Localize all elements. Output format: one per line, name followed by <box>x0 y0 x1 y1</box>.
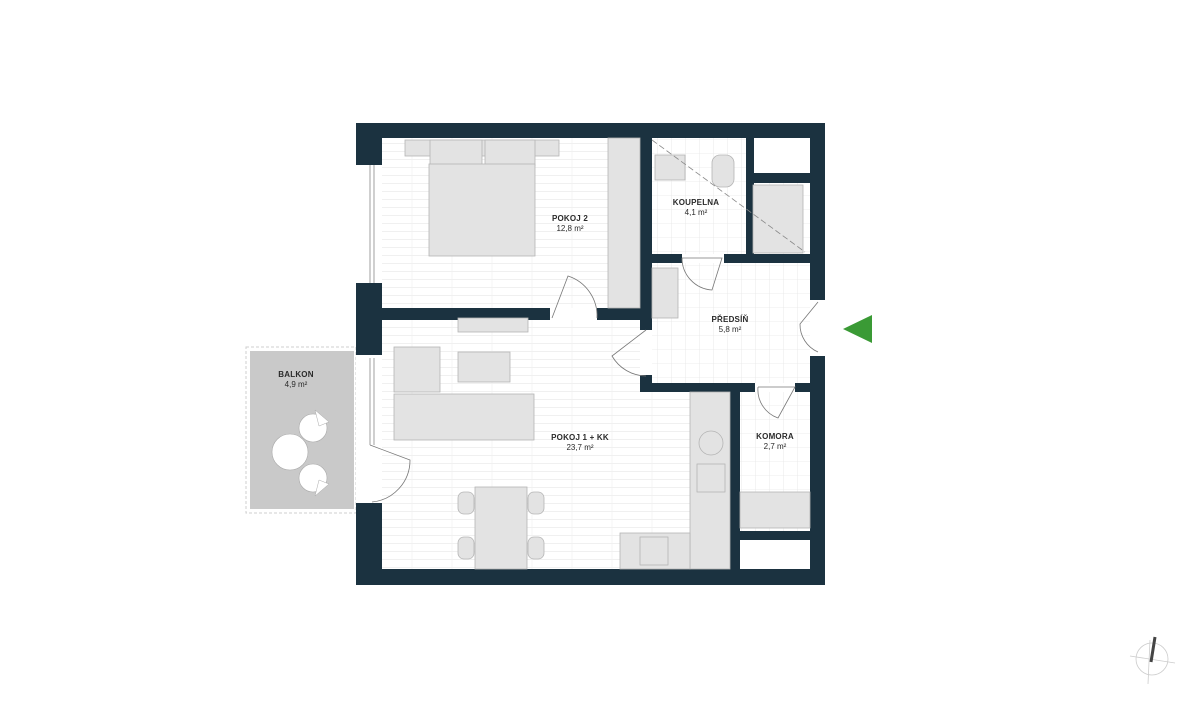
room-area: 4,1 m² <box>684 208 708 217</box>
north-arrow-icon <box>1129 636 1176 685</box>
doors <box>369 257 819 503</box>
room-name: POKOJ 2 <box>551 214 589 223</box>
room-area: 12,8 m² <box>556 224 584 233</box>
furniture <box>393 137 811 570</box>
room-area: 23,7 m² <box>566 443 594 452</box>
room-label-predsin: PŘEDSÍŇ 5,8 m² <box>700 315 760 335</box>
balcony <box>245 346 357 514</box>
room-name: PŘEDSÍŇ <box>711 315 749 324</box>
room-name: KOMORA <box>756 432 794 441</box>
room-area: 5,8 m² <box>718 325 742 334</box>
room-label-koupelna: KOUPELNA 4,1 m² <box>666 198 726 218</box>
room-name: KOUPELNA <box>672 198 720 207</box>
room-area: 4,9 m² <box>284 380 308 389</box>
room-label-pokoj1kk: POKOJ 1 + KK 23,7 m² <box>545 433 615 453</box>
room-label-balkon: BALKON 4,9 m² <box>266 370 326 390</box>
room-label-komora: KOMORA 2,7 m² <box>742 432 808 452</box>
room-name: BALKON <box>278 370 314 379</box>
room-label-pokoj2: POKOJ 2 12,8 m² <box>540 214 600 234</box>
room-area: 2,7 m² <box>763 442 787 451</box>
room-name: POKOJ 1 + KK <box>551 433 609 442</box>
entrance-arrow-icon <box>843 315 872 343</box>
